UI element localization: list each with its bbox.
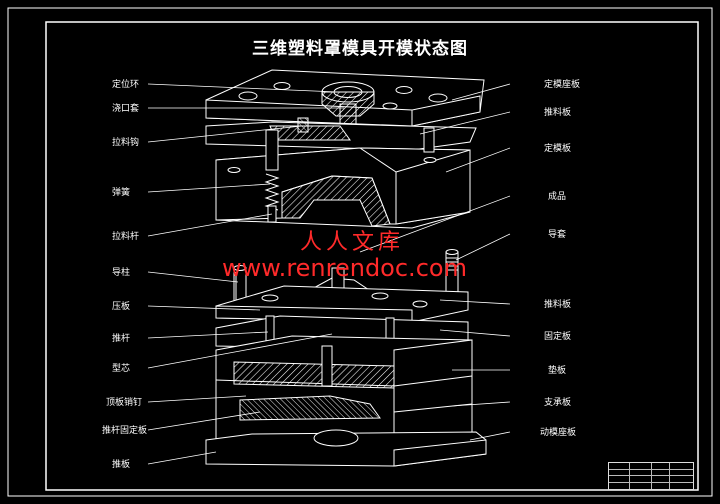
- label-locating-ring: 定位环: [112, 80, 140, 90]
- bottom-clamp-plate: [205, 429, 487, 467]
- label-pull-hook: 拉料钩: [112, 138, 140, 148]
- top-clamp-plate: [205, 69, 485, 127]
- label-pin-fixed-plate: 推杆固定板: [102, 426, 148, 436]
- label-spacer-plate: 垫板: [548, 366, 567, 376]
- drawing-title: 三维塑料罩模具开模状态图: [252, 39, 468, 59]
- label-core: 型芯: [112, 364, 131, 374]
- label-moving-clamp-plate: 动模座板: [540, 428, 577, 438]
- guide-bushing-pin: [423, 127, 435, 153]
- label-sprue-bush: 浇口套: [112, 104, 140, 114]
- support-plate: [215, 335, 473, 451]
- label-fixed-plate: 固定板: [544, 332, 572, 342]
- watermark-url: www.renrendoc.com: [222, 254, 467, 282]
- leader-lines-left: [147, 83, 344, 465]
- label-push-plate: 推板: [112, 460, 131, 470]
- label-fixed-clamp-plate: 定模座板: [544, 80, 581, 90]
- label-top-plate-pin: 顶板销钉: [106, 398, 143, 408]
- cavity-plate: [215, 147, 471, 229]
- outer-border: [7, 7, 713, 497]
- title-block: [608, 462, 694, 490]
- locating-ring: [321, 81, 375, 127]
- label-guide-bush: 导套: [548, 230, 567, 240]
- label-pull-rod: 拉料杆: [112, 232, 140, 242]
- label-guide-pillar: 导柱: [112, 268, 131, 278]
- leader-lines-right: [359, 83, 511, 441]
- press-plate: [215, 285, 469, 323]
- label-fixed-mold-plate: 定模板: [544, 144, 572, 154]
- label-stripper-plate: 推料板: [544, 300, 572, 310]
- label-product: 成品: [548, 192, 567, 202]
- watermark-cn: 人人文库: [300, 230, 405, 255]
- label-support-plate: 支承板: [544, 398, 572, 408]
- label-press-plate: 压板: [112, 302, 131, 312]
- label-stripper-plate-top: 推料板: [544, 108, 572, 118]
- label-ejector-pin: 推杆: [112, 334, 131, 344]
- label-spring: 弹簧: [112, 188, 131, 198]
- inner-border: [45, 21, 699, 491]
